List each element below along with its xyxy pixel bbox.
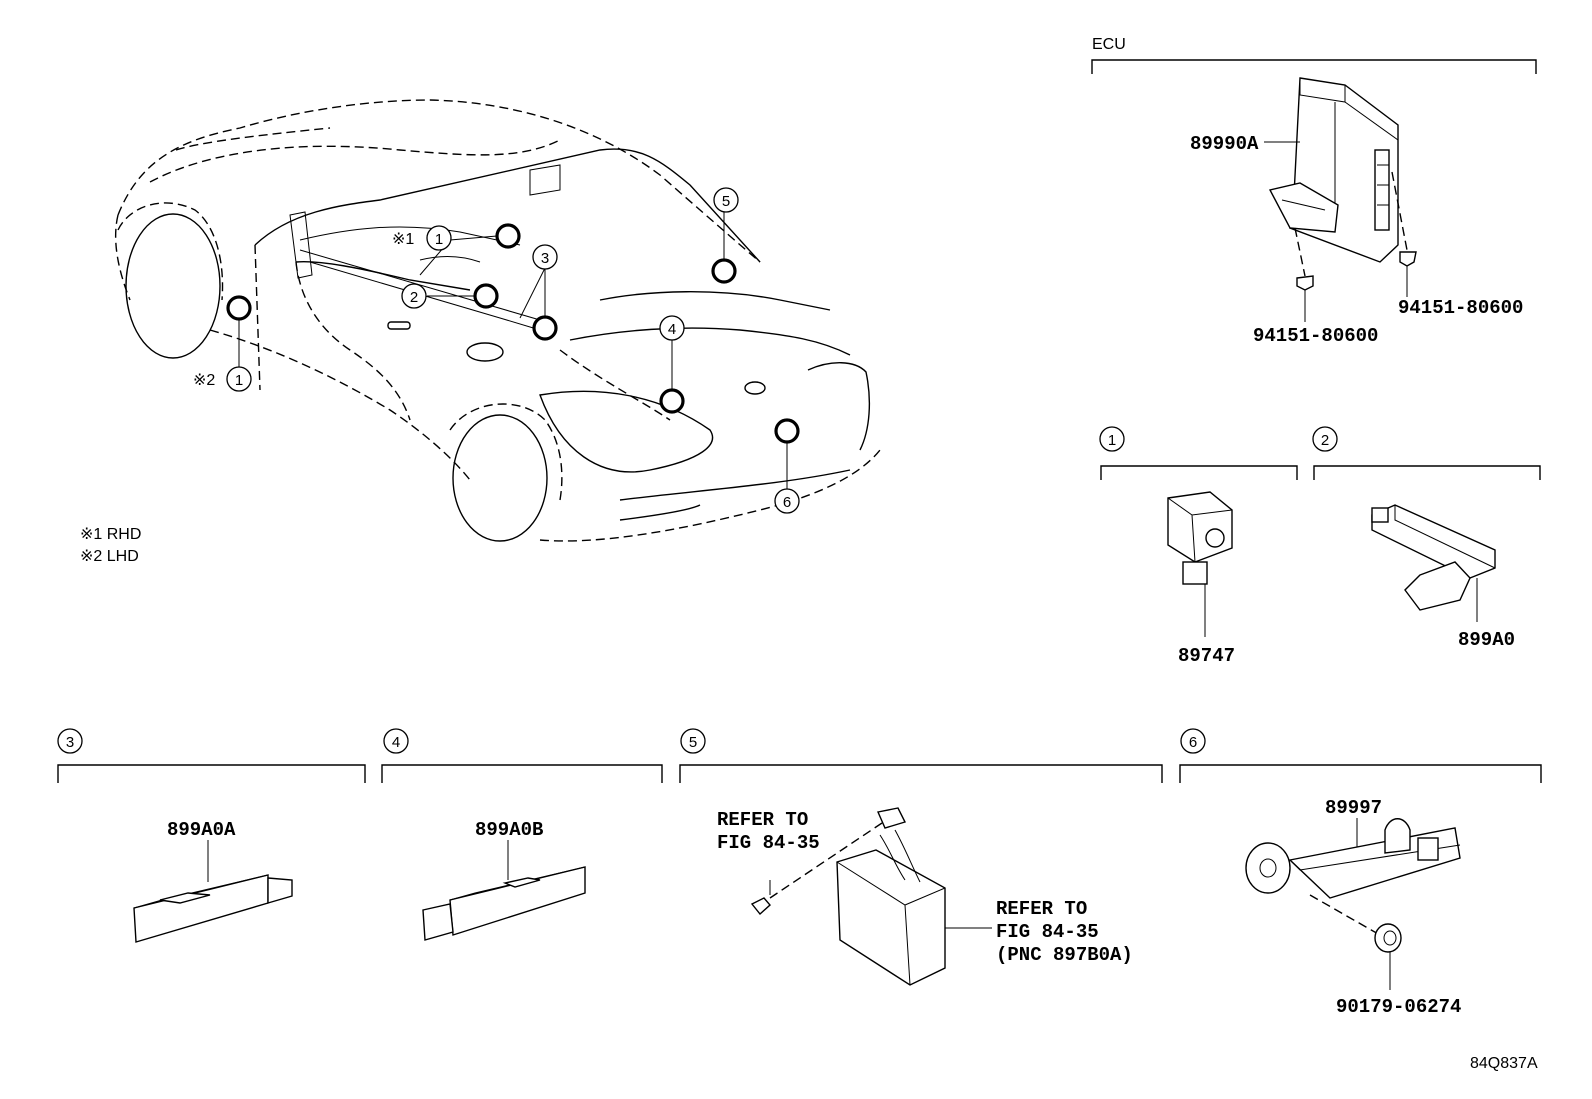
ref-screw-line-2: FIG 84-35 xyxy=(717,832,820,854)
part-899A0B: 899A0B xyxy=(475,819,543,841)
car-callout-5: 5 xyxy=(713,187,739,213)
car-callout-6: 6 xyxy=(774,488,800,514)
ecu-part-number: 89990A xyxy=(1190,133,1259,155)
marker-4 xyxy=(659,388,685,414)
ecu-unit xyxy=(1268,77,1399,263)
marker-6 xyxy=(774,418,800,444)
svg-text:5: 5 xyxy=(722,193,730,210)
svg-text:4: 4 xyxy=(668,321,676,338)
part-89747: 89747 xyxy=(1178,645,1235,667)
screw-right-part-number: 94151-80600 xyxy=(1398,297,1523,319)
location-markers xyxy=(226,223,800,444)
car-illustration xyxy=(114,99,881,542)
car-callout-leaders xyxy=(238,212,788,489)
svg-text:2: 2 xyxy=(410,289,418,306)
ref-unit-line-2: FIG 84-35 xyxy=(996,921,1099,943)
sensor-899A0-icon xyxy=(1371,504,1496,611)
sensor-899A0B-icon xyxy=(422,866,586,941)
sensor-899A0A-icon xyxy=(133,874,293,943)
car-callout-3: 3 xyxy=(532,244,558,270)
legend-rhd: ※1 RHD xyxy=(80,526,141,543)
marker-2 xyxy=(473,283,499,309)
svg-text:3: 3 xyxy=(541,250,549,267)
marker-1-lhd xyxy=(226,295,252,321)
car-callout-2: 2 xyxy=(401,283,427,309)
car-callouts: 1 ※1 2 3 4 5 6 1 ※2 xyxy=(193,187,800,514)
group-6: 6 89997 90179-06274 xyxy=(1179,728,1542,1018)
part-90179-06274: 90179-06274 xyxy=(1336,996,1461,1018)
bolt-icon xyxy=(750,897,771,916)
group-2: 2 899A0 xyxy=(1312,426,1541,651)
rhd-note-marker: ※1 xyxy=(392,231,414,248)
screw-right-icon xyxy=(1399,251,1417,267)
ecu-title: ECU xyxy=(1092,36,1126,53)
svg-text:2: 2 xyxy=(1321,432,1329,449)
car-callout-4: 4 xyxy=(659,315,685,341)
ref-screw-line-1: REFER TO xyxy=(717,809,808,831)
ecu-group: ECU 89990A 94151-80600 94151-80600 xyxy=(1091,36,1537,347)
svg-text:1: 1 xyxy=(1108,432,1116,449)
clip-icon xyxy=(1374,923,1402,953)
svg-text:3: 3 xyxy=(66,734,74,751)
marker-1-rhd xyxy=(495,223,521,249)
group-3: 3 899A0A xyxy=(57,728,366,943)
part-899A0A: 899A0A xyxy=(167,819,236,841)
module-icon xyxy=(836,807,946,986)
part-89997: 89997 xyxy=(1325,797,1382,819)
svg-text:4: 4 xyxy=(392,734,400,751)
ecu-bracket xyxy=(1091,59,1537,74)
lhd-note-marker: ※2 xyxy=(193,372,215,389)
sensor-89747-icon xyxy=(1167,491,1233,585)
sensor-89997-icon xyxy=(1245,818,1461,899)
ref-unit-line-1: REFER TO xyxy=(996,898,1087,920)
ref-unit-line-3: (PNC 897B0A) xyxy=(996,944,1133,966)
part-899A0: 899A0 xyxy=(1458,629,1515,651)
svg-text:6: 6 xyxy=(1189,734,1197,751)
svg-text:6: 6 xyxy=(783,494,791,511)
group-1: 1 89747 xyxy=(1099,426,1298,667)
svg-text:5: 5 xyxy=(689,734,697,751)
figure-id: 84Q837A xyxy=(1470,1055,1538,1072)
marker-5 xyxy=(711,258,737,284)
legend-lhd: ※2 LHD xyxy=(80,548,139,565)
car-callout-1: 1 xyxy=(426,225,452,251)
svg-text:1: 1 xyxy=(435,231,443,248)
group-4: 4 899A0B xyxy=(381,728,663,941)
marker-3 xyxy=(532,315,558,341)
screw-left-part-number: 94151-80600 xyxy=(1253,325,1378,347)
screw-left-icon xyxy=(1296,275,1314,291)
svg-text:1: 1 xyxy=(235,372,243,389)
group-5: 5 REFER TO FIG 84-35 REFER TO FIG 84-35 … xyxy=(679,728,1163,986)
car-callout-1-lhd: 1 xyxy=(226,366,252,392)
